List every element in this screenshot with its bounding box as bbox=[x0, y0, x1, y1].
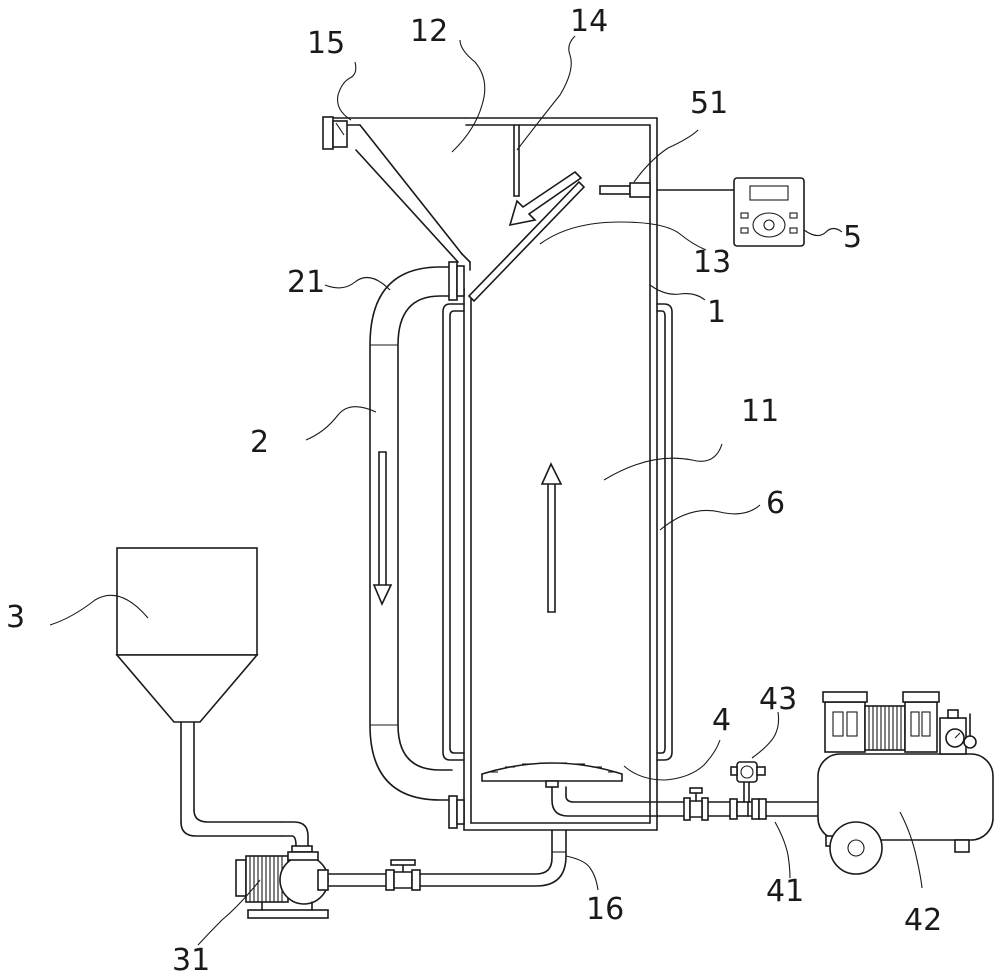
label-4: 4 bbox=[712, 703, 731, 738]
motor-fins bbox=[868, 706, 902, 750]
baffle-plate bbox=[513, 124, 520, 197]
controller-unit bbox=[733, 177, 805, 247]
heating-jacket-left bbox=[442, 303, 465, 761]
flow-arrow-diagonal bbox=[508, 170, 583, 227]
main-vessel bbox=[463, 117, 658, 831]
feed-line bbox=[327, 829, 567, 891]
inclined-plate bbox=[467, 180, 586, 303]
gas-diffuser bbox=[481, 762, 623, 788]
flow-arrow-down bbox=[372, 451, 393, 606]
label-3: 3 bbox=[6, 600, 25, 635]
label-16: 16 bbox=[586, 892, 624, 927]
flow-meter bbox=[729, 761, 767, 820]
feed-tank bbox=[115, 547, 313, 853]
air-supply-line bbox=[551, 786, 819, 817]
label-11: 11 bbox=[741, 394, 779, 429]
air-compressor bbox=[817, 691, 994, 875]
label-5: 5 bbox=[843, 220, 862, 255]
label-43: 43 bbox=[759, 682, 797, 717]
label-12: 12 bbox=[410, 14, 448, 49]
label-42: 42 bbox=[904, 903, 942, 938]
label-1: 1 bbox=[707, 295, 726, 330]
sensor-probe bbox=[599, 182, 735, 198]
flow-arrow-up bbox=[540, 462, 563, 613]
label-13: 13 bbox=[693, 245, 731, 280]
recirculation-pipe bbox=[369, 261, 465, 829]
label-14: 14 bbox=[570, 4, 608, 39]
label-51: 51 bbox=[690, 86, 728, 121]
feed-pump bbox=[235, 851, 329, 919]
label-6: 6 bbox=[766, 486, 785, 521]
heating-jacket-right bbox=[656, 303, 673, 761]
label-21: 21 bbox=[287, 265, 325, 300]
label-31: 31 bbox=[172, 943, 210, 978]
air-valve bbox=[683, 787, 709, 821]
part-labels: 15 12 14 51 5 13 1 21 2 11 6 3 4 43 16 4… bbox=[6, 4, 942, 978]
label-41: 41 bbox=[766, 874, 804, 909]
label-2: 2 bbox=[250, 425, 269, 460]
leader-lines bbox=[49, 35, 923, 946]
top-hopper bbox=[322, 116, 471, 271]
label-15: 15 bbox=[307, 26, 345, 61]
